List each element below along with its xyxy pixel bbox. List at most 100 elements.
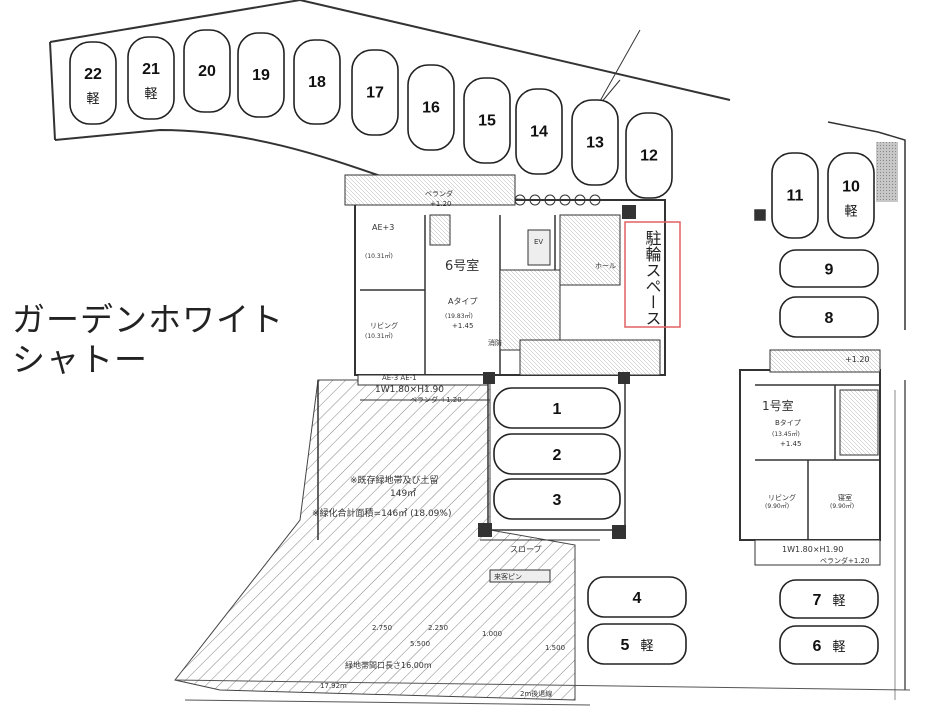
note-b-level: +1.45 (780, 440, 801, 448)
parking-slot-outline (771, 152, 819, 239)
bicycle-space: 駐輪スペース (624, 221, 681, 328)
parking-slot-kei-label: 軽 (640, 638, 653, 653)
parking-slot-number: 21 (142, 61, 160, 78)
note-window: 1W1.80×H1.90 (375, 385, 444, 395)
parking-slot-number: 20 (198, 63, 216, 80)
parking-slot-16: 16 (407, 64, 455, 151)
note-room-1go: 1号室 (762, 398, 794, 413)
note-ae-bottom: AE-3 AE-1 (382, 374, 417, 382)
parking-slot-15: 15 (463, 77, 511, 164)
parking-slot-outline (493, 387, 621, 429)
note-balcony-top-level: +1.20 (430, 200, 451, 208)
building-name: ガーデンホワイト シャトー (12, 300, 284, 380)
parking-slot-number: 13 (586, 135, 604, 152)
note-d-2750: 2.750 (372, 624, 392, 632)
note-road: 2m後退線 (520, 689, 552, 698)
parking-slot-4: 4 (587, 576, 687, 618)
parking-slot-13: 13 (571, 99, 619, 186)
parking-slot-21: 21 軽 (127, 36, 175, 120)
note-fire: 消防 (488, 338, 502, 347)
parking-slot-outline (463, 77, 511, 164)
parking-slot-10: 10 軽 (827, 152, 875, 239)
parking-slot-number: 15 (478, 113, 496, 130)
parking-slot-outline (493, 478, 621, 520)
parking-slot-outline (351, 49, 399, 136)
parking-slot-number: 2 (553, 447, 562, 464)
parking-slot-outline (779, 625, 879, 665)
parking-slot-11: 11 (771, 152, 819, 239)
parking-slot-number: 10 (842, 179, 860, 196)
center-parking-frame (480, 380, 626, 583)
parking-slot-outline (625, 112, 673, 199)
note-balcony-top: ベランダ (425, 189, 453, 198)
parking-slot-outline (183, 29, 231, 113)
note-living-left: リビング (370, 321, 398, 330)
parking-slot-outline (779, 579, 879, 619)
parking-slot-number: 8 (825, 310, 834, 327)
parking-slot-14: 14 (515, 88, 563, 175)
note-living-left-area: (10.31㎡) (365, 332, 393, 340)
left-building (344, 174, 666, 401)
parking-slot-outline (69, 41, 117, 125)
parking-slot-22: 22軽 (69, 41, 117, 125)
parking-slot-outline (407, 64, 455, 151)
parking-slot-outline (493, 433, 621, 475)
note-d-2250: 2.250 (428, 624, 448, 632)
parking-slot-20: 20 (183, 29, 231, 113)
right-building (739, 349, 881, 566)
plan-notes: ベランダ +1.20 AE+3 (10.31㎡) 6号室 Aタイプ (19.83… (312, 189, 870, 698)
building-name-line2: シャトー (12, 340, 148, 379)
parking-slot-outline (779, 249, 879, 288)
parking-slot-19: 19 (237, 32, 285, 118)
note-b-type: Bタイプ (775, 418, 801, 427)
note-room-left-area: (10.31㎡) (365, 252, 393, 260)
building-name-line1: ガーデンホワイト (12, 300, 284, 339)
parking-slot-number: 1 (553, 401, 562, 418)
note-hall: ホール (595, 262, 616, 270)
note-slope: スロープ (510, 545, 542, 554)
note-bath-right: 寝室 (838, 493, 852, 502)
parking-slot-8: 8 (779, 296, 879, 338)
parking-slot-12: 12 (625, 112, 673, 199)
note-b-area: (13.45㎡) (772, 430, 800, 438)
parking-slot-9: 9 (779, 249, 879, 288)
parking-slot-outline (293, 39, 341, 125)
parking-slot-kei-label: 軽 (144, 86, 157, 101)
note-level-right: +1.20 (845, 355, 870, 364)
note-green-existing-area: 149㎡ (390, 488, 416, 499)
parking-slot-number: 17 (366, 85, 384, 102)
note-green-total: ※緑化合計面積=146㎡ (18.09%) (312, 507, 451, 519)
parking-slot-outline (587, 623, 687, 665)
parking-slot-number: 12 (640, 148, 658, 165)
note-balcony-mid: ベランダ +1.20 (410, 395, 462, 404)
note-visitor: 来客ピン (494, 572, 522, 581)
note-ev: EV (534, 238, 543, 246)
parking-slot-1: 1 (493, 387, 621, 429)
parking-slot-number: 19 (252, 67, 270, 84)
note-a-type: Aタイプ (448, 297, 477, 306)
parking-slot-outline (571, 99, 619, 186)
parking-slot-outline (827, 152, 875, 239)
parking-slot-3: 3 (493, 478, 621, 520)
note-balcony-right: ベランダ+1.20 (820, 556, 869, 565)
parking-slot-outline (237, 32, 285, 118)
parking-slot-17: 17 (351, 49, 399, 136)
note-window-right: 1W1.80×H1.90 (782, 545, 843, 554)
note-bath-right-area: (9.90㎡) (830, 502, 854, 510)
parking-slot-number: 7 (813, 592, 822, 609)
parking-slot-number: 6 (813, 638, 822, 655)
note-d-5500: 5.500 (410, 640, 430, 648)
green-area (174, 379, 911, 706)
note-a-area: (19.83㎡) (445, 312, 473, 320)
note-a-level: +1.45 (452, 322, 473, 330)
note-green-existing: ※既存緑地帯及び土留 (350, 474, 439, 486)
parking-slot-kei-label: 軽 (844, 204, 857, 219)
note-room-6go: 6号室 (445, 258, 479, 274)
bicycle-space-label: 駐輪スペース (643, 230, 662, 326)
right-lot-boundary (754, 121, 906, 700)
